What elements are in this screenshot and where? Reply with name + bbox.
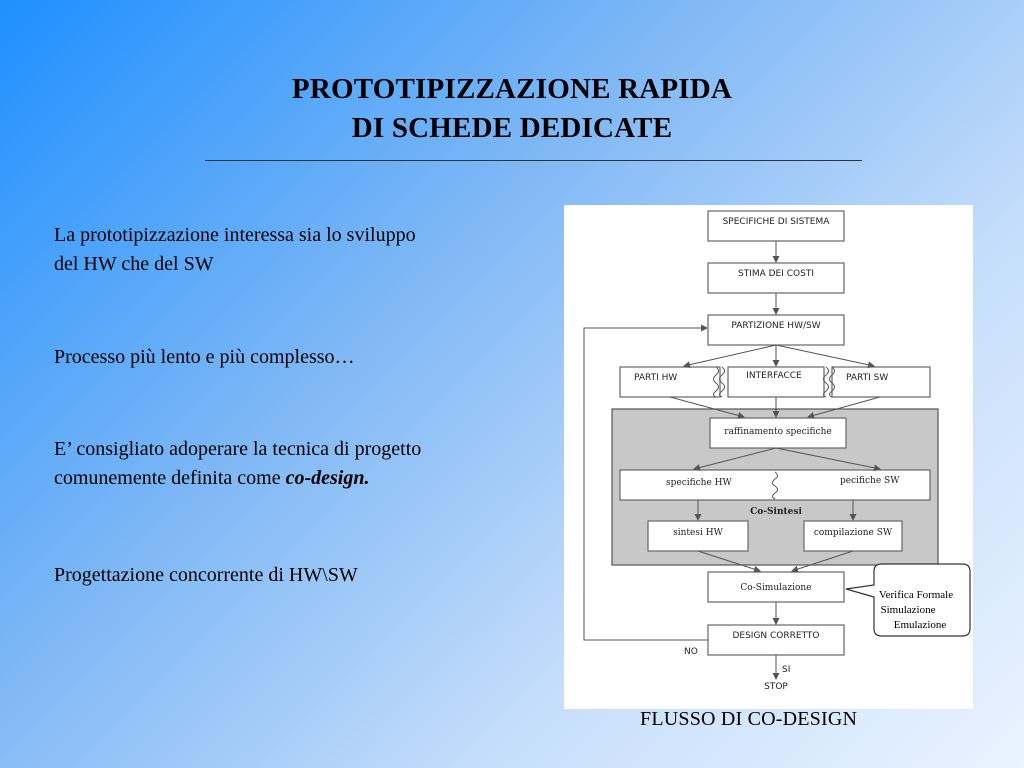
bullet-1-line2: del HW che del SW (54, 253, 214, 275)
label-interfacce: INTERFACCE (746, 371, 802, 381)
slide-title-line2: DI SCHEDE DEDICATE (351, 112, 673, 144)
slide-title-line1: PROTOTIPIZZAZIONE RAPIDA (291, 73, 733, 105)
title-divider (205, 160, 862, 161)
diagram-caption: FLUSSO DI CO-DESIGN (640, 708, 858, 730)
arrow-14 (791, 550, 854, 573)
squiggle-left (713, 366, 719, 398)
callout-bubble (845, 563, 971, 637)
arrow-8 (807, 396, 881, 419)
box-specifiche-hw-sw (619, 469, 931, 501)
arrow-5 (775, 344, 875, 369)
bubble-line-3: Emulazione (894, 619, 947, 631)
co-design-term: co-design. (285, 467, 370, 489)
label-stop: STOP (764, 682, 788, 692)
label-co-simulazione: Co-Simulazione (740, 583, 811, 593)
label-sintesi-hw: sintesi HW (673, 528, 723, 538)
bullet-4-line1: Progettazione concorrente di HW\SW (54, 564, 358, 586)
bullet-3-line2: comunemente definita come (54, 467, 286, 489)
label-co-sintesi: Co-Sintesi (750, 507, 802, 517)
label-partizione: PARTIZIONE HW/SW (731, 321, 820, 331)
label-no: NO (684, 647, 698, 657)
label-stima-costi: STIMA DEI COSTI (738, 269, 814, 279)
label-compilazione-sw: compilazione SW (814, 528, 893, 538)
codesign-flow-diagram: SPECIFICHE DI SISTEMA STIMA DEI COSTI PA… (564, 205, 973, 709)
arrow-9 (693, 447, 777, 471)
label-specifiche-sistema: SPECIFICHE DI SISTEMA (723, 217, 831, 227)
label-parti-sw: PARTI SW (846, 373, 888, 383)
arrow-13 (697, 550, 761, 573)
box-specifiche-sistema (707, 210, 845, 242)
label-parti-hw: PARTI HW (634, 373, 677, 383)
box-compilazione-sw (803, 520, 903, 552)
box-parti-sw (831, 366, 931, 398)
label-raffinamento: raffinamento specifiche (724, 427, 831, 437)
bullet-4: Progettazione concorrente di HW\SW (54, 561, 544, 590)
box-interfacce (727, 366, 825, 398)
label-design-corretto: DESIGN CORRETTO (732, 631, 819, 641)
bullet-1-line1: La prototipizzazione interessa sia lo sv… (54, 224, 416, 246)
label-si: SI (782, 665, 790, 675)
bullet-3-line1: E’ consigliato adoperare la tecnica di p… (54, 438, 422, 460)
label-specifiche-hw: specifiche HW (666, 478, 733, 488)
bullet-2-line1: Processo più lento e più complesso… (54, 346, 355, 368)
box-raffinamento (709, 417, 847, 449)
squiggle-right2 (829, 366, 835, 398)
box-co-simulazione (707, 571, 845, 603)
box-sintesi-hw (647, 520, 749, 552)
bullet-3: E’ consigliato adoperare la tecnica di p… (54, 435, 544, 493)
bullet-2: Processo più lento e più complesso… (54, 343, 544, 372)
bullet-1: La prototipizzazione interessa sia lo sv… (54, 221, 544, 279)
squiggle-left2 (719, 366, 725, 398)
arrow-feedback-no (583, 324, 708, 641)
arrow-3 (683, 344, 777, 369)
squiggle-mid (772, 471, 778, 500)
bubble-line-2: Simulazione (881, 604, 936, 616)
label-specifiche-sw: pecifiche SW (840, 476, 900, 486)
bubble-line-1: Verifica Formale (879, 589, 953, 601)
squiggle-right (823, 366, 829, 398)
arrow-6 (669, 396, 745, 419)
flow-svg: SPECIFICHE DI SISTEMA STIMA DEI COSTI PA… (583, 210, 971, 692)
box-partizione (707, 314, 845, 346)
arrow-10 (775, 447, 881, 472)
